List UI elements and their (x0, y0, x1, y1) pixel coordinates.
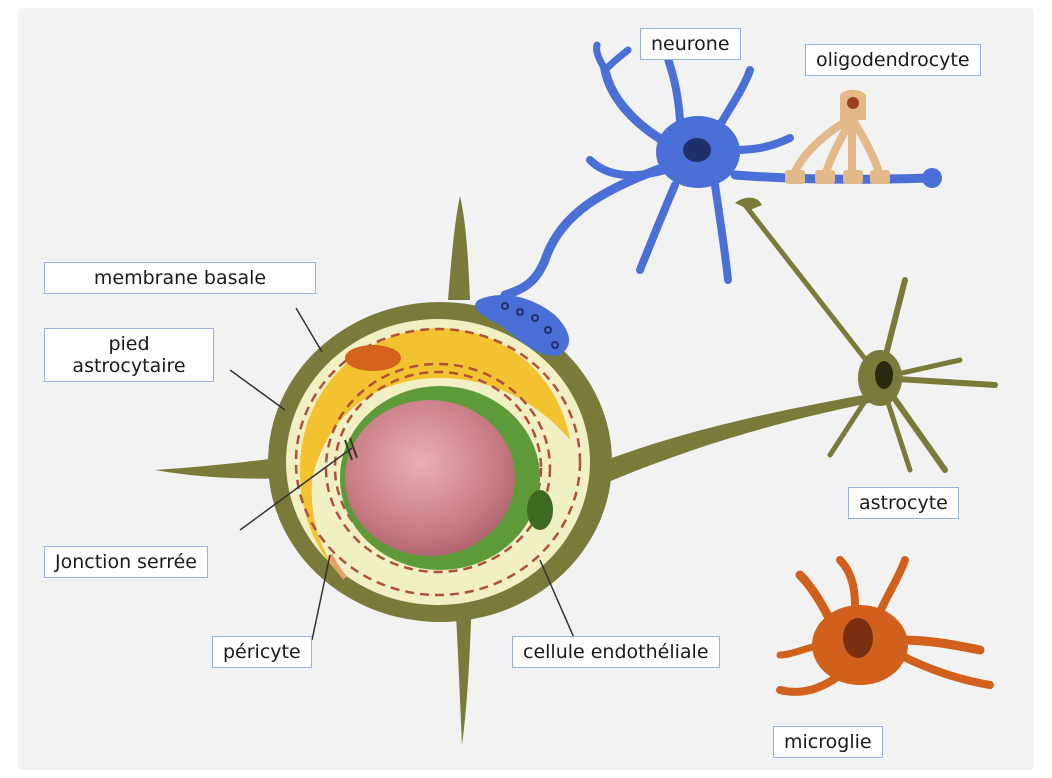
label-pied-astrocytaire-line2: astrocytaire (55, 355, 203, 377)
label-cellule-endotheliale: cellule endothéliale (512, 636, 720, 668)
label-microglie: microglie (773, 726, 883, 758)
microglia-cell (780, 560, 990, 692)
astrocyte-nucleus (875, 361, 893, 389)
label-pied-astrocytaire-line1: pied (55, 333, 203, 355)
neuron-nucleus (683, 138, 711, 162)
neuron-cell (475, 45, 942, 356)
astrocyte-cell (735, 198, 995, 470)
label-pied-astrocytaire: pied astrocytaire (44, 328, 214, 382)
label-jonction-serree: Jonction serrée (44, 546, 208, 578)
label-oligodendrocyte: oligodendrocyte (805, 44, 981, 76)
label-pericyte: péricyte (212, 636, 312, 668)
vessel-lumen (345, 400, 515, 556)
pericyte-cell (345, 345, 401, 371)
oligodendrocyte-nucleus (847, 97, 859, 109)
oligodendrocyte-cell (785, 90, 890, 184)
label-membrane-basale: membrane basale (44, 262, 316, 294)
label-astrocyte: astrocyte (848, 487, 959, 519)
endothelial-nucleus (527, 490, 553, 530)
label-neurone: neurone (640, 28, 741, 60)
microglia-nucleus (843, 618, 873, 658)
